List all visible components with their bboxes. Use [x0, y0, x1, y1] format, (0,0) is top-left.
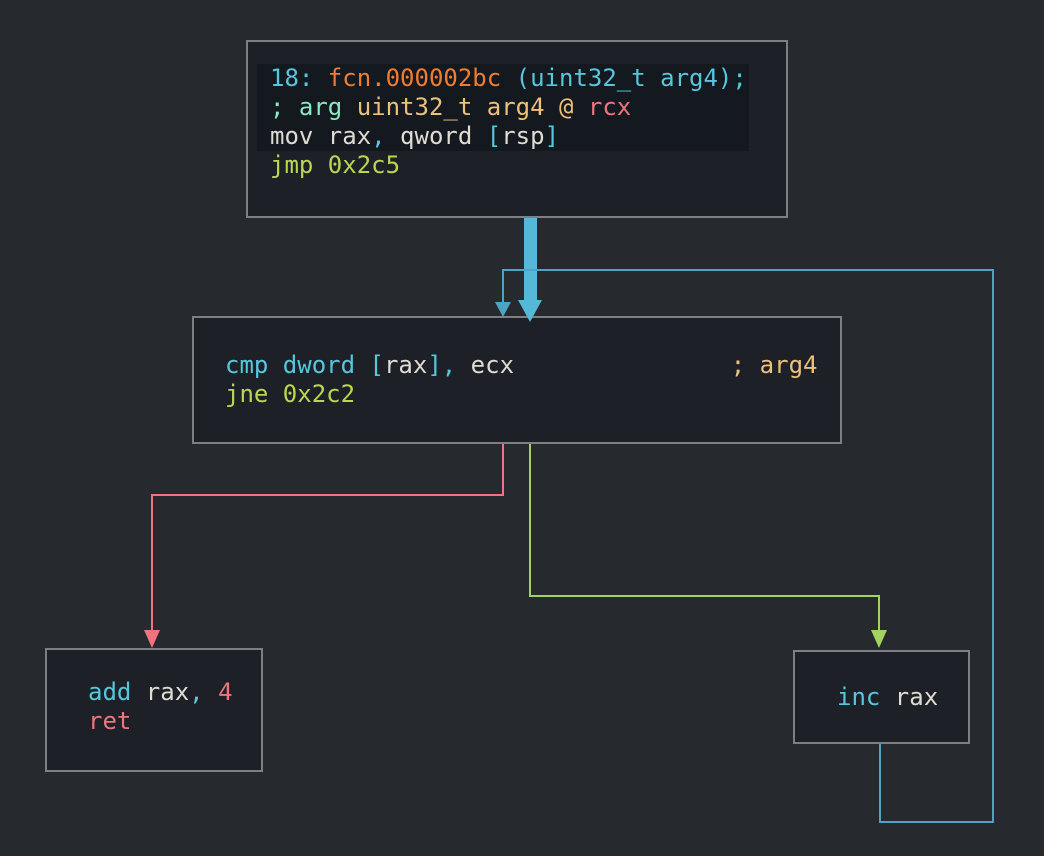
edge-true-cmp-to-inc-segment	[878, 595, 880, 630]
asm-line: ; arg uint32_t arg4 @ rcx	[257, 93, 749, 122]
asm-token: ; arg4	[730, 351, 818, 379]
asm-line: ret	[75, 707, 261, 736]
selected-lines-highlight: 18: fcn.000002bc (uint32_t arg4);; arg u…	[257, 64, 749, 151]
edge-false-cmp-to-add-segment	[151, 494, 153, 630]
edge-loop-inc-to-cmp-segment	[879, 821, 994, 823]
asm-token: rcx	[587, 93, 632, 121]
asm-token: cmp dword [	[225, 351, 384, 379]
edge-true-cmp-to-inc-segment	[529, 595, 880, 597]
asm-line: cmp dword [rax], ecx ; arg4	[212, 351, 840, 380]
node-content: 18: fcn.000002bc (uint32_t arg4);; arg u…	[248, 42, 786, 180]
graph-node-entry-block[interactable]: 18: fcn.000002bc (uint32_t arg4);; arg u…	[246, 40, 788, 218]
edge-false-cmp-to-add-segment	[502, 444, 504, 496]
asm-token: rax	[383, 351, 428, 379]
asm-line: inc rax	[824, 683, 968, 712]
edge-loop-inc-to-cmp-segment	[879, 744, 881, 823]
asm-line: mov rax, qword [rsp]	[257, 122, 749, 151]
edge-jmp-entry-to-cmp-arrowhead-icon	[518, 300, 542, 322]
asm-token: inc	[837, 683, 881, 711]
asm-token: qword	[385, 122, 487, 150]
asm-token: fcn.000002bc	[327, 64, 502, 92]
asm-token	[501, 64, 515, 92]
asm-token: (uint32_t arg4);	[515, 64, 747, 92]
asm-token: 4	[218, 678, 233, 706]
edge-true-cmp-to-inc-arrowhead-icon	[871, 630, 887, 648]
edge-loop-inc-to-cmp-segment	[503, 269, 994, 271]
asm-token: uint32_t arg4 @	[356, 93, 588, 121]
asm-line: add rax, 4	[75, 678, 261, 707]
edge-loop-inc-to-cmp-arrowhead-icon	[495, 302, 511, 317]
asm-token: ,	[371, 122, 386, 150]
asm-token: jmp 0x2c5	[270, 151, 401, 179]
edge-false-cmp-to-add-arrowhead-icon	[144, 630, 160, 648]
asm-line: jne 0x2c2	[212, 380, 840, 409]
asm-token: jne 0x2c2	[225, 380, 356, 408]
edge-jmp-entry-to-cmp-segment	[524, 218, 537, 302]
asm-token: ,	[189, 678, 204, 706]
graph-node-inc-block[interactable]: inc rax	[793, 650, 970, 744]
asm-token: ]	[544, 122, 560, 150]
asm-token: rax	[880, 683, 939, 711]
asm-token: ret	[88, 707, 132, 735]
asm-token: 18:	[270, 64, 328, 92]
asm-token: add	[88, 678, 132, 706]
asm-token: rax	[131, 678, 190, 706]
asm-token: ecx	[456, 351, 515, 379]
edge-loop-inc-to-cmp-segment	[502, 269, 504, 304]
asm-token	[204, 678, 218, 706]
asm-token: ],	[427, 351, 457, 379]
edge-true-cmp-to-inc-segment	[529, 444, 531, 597]
node-content: inc rax	[795, 652, 968, 712]
asm-token: mov rax	[270, 122, 372, 150]
asm-token: rsp	[501, 122, 545, 150]
asm-token	[514, 351, 731, 379]
asm-token: ; arg	[270, 93, 357, 121]
asm-token: [	[486, 122, 502, 150]
edge-loop-inc-to-cmp-segment	[992, 269, 994, 823]
asm-line: jmp 0x2c5	[257, 151, 786, 180]
edge-false-cmp-to-add-segment	[151, 494, 504, 496]
asm-line: 18: fcn.000002bc (uint32_t arg4);	[257, 64, 749, 93]
